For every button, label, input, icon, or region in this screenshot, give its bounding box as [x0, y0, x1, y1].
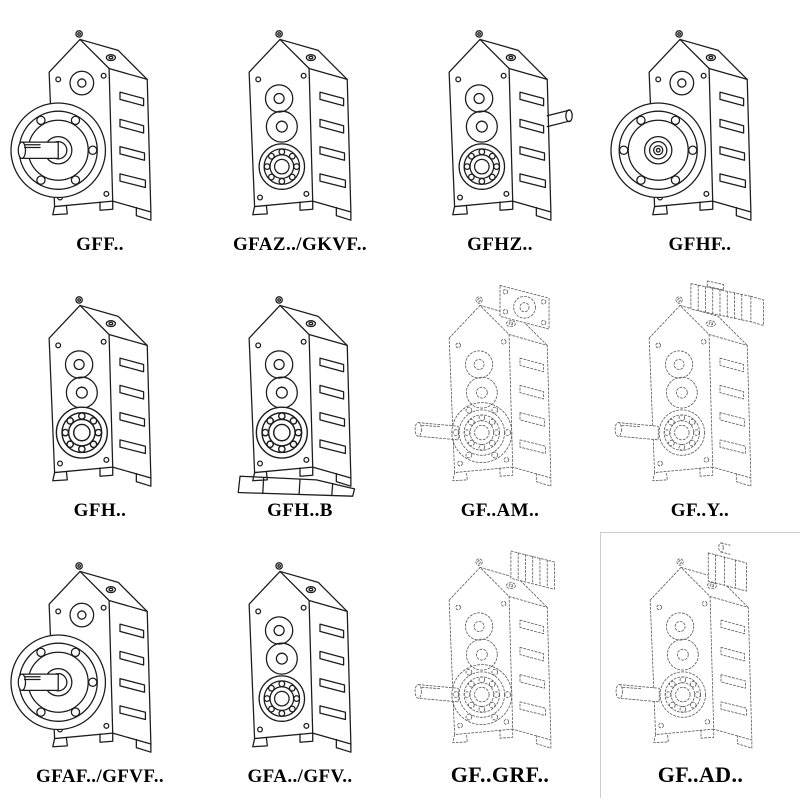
gearbox-flange-hollow-drawing	[610, 30, 752, 221]
gearbox-flange-shaft-drawing	[10, 30, 152, 221]
input-shaft-stub	[546, 109, 573, 128]
catalog-cell-gfh-b: GFH..B	[200, 266, 400, 532]
gearbox-hollow-shaft-drawing	[248, 562, 352, 753]
hollow-shaft-bearing	[659, 671, 706, 718]
gear-bosses	[465, 612, 498, 671]
model-label: GFF..	[76, 234, 124, 255]
gear-bosses	[264, 350, 298, 409]
model-label: GFA../GFV..	[247, 766, 353, 787]
gear-bosses	[264, 84, 298, 143]
gear-bosses	[264, 616, 298, 675]
iec-adapter-flange	[499, 284, 550, 330]
hollow-shaft-bearing	[458, 409, 505, 456]
catalog-cell-gfh: GFH..	[0, 266, 200, 532]
model-label: GF..Y..	[670, 500, 730, 521]
catalog-cell-gfhf: GFHF..	[600, 0, 800, 266]
hollow-shaft-bearing	[258, 675, 306, 722]
catalog-cell-gfa-gfv: GFA../GFV..	[200, 532, 400, 798]
catalog-cell-gfaf-gfvf: GFAF../GFVF..	[0, 532, 200, 798]
output-shaft	[17, 141, 59, 160]
gearbox-base-drawing	[237, 296, 356, 497]
model-label: GF..AM..	[460, 500, 540, 521]
model-label: GFH..B	[267, 500, 333, 521]
hollow-shaft-bearing	[255, 406, 308, 459]
gear-boss	[669, 70, 695, 96]
gear-bosses	[665, 612, 699, 671]
gearbox-hollow-shaft-drawing	[248, 30, 352, 221]
catalog-cell-gf-am: GF..AM..	[400, 266, 600, 532]
catalog-cell-gf-ad: GF..AD..	[600, 532, 800, 798]
input-shaft-adapter	[707, 542, 747, 592]
gear-housing	[248, 562, 352, 753]
motor-block	[690, 280, 765, 326]
gear-bosses	[465, 350, 498, 409]
hollow-shaft-bearing	[458, 671, 505, 718]
model-label: GF..AD..	[657, 762, 744, 787]
gearbox-flange-shaft-drawing	[10, 562, 152, 753]
catalog-cell-gff: GFF..	[0, 0, 200, 266]
gear-boss	[69, 602, 95, 628]
model-label: GFH..	[73, 500, 127, 521]
mounting-base	[237, 475, 356, 497]
gearbox-large-bearing-drawing	[48, 296, 152, 487]
catalog-cell-gf-y: GF..Y..	[600, 266, 800, 532]
hollow-shaft-bearing	[458, 143, 506, 190]
gearbox-motor-drawing	[614, 280, 765, 487]
gear-housing	[248, 30, 352, 221]
model-label: GFHZ..	[467, 234, 533, 255]
output-shaft	[17, 673, 59, 692]
output-flange	[610, 102, 707, 199]
finned-cover-block	[510, 550, 555, 590]
gearbox-input-adapter-drawing	[615, 542, 752, 749]
catalog-cell-gfaz-gkvf: GFAZ../GKVF..	[200, 0, 400, 266]
hollow-shaft-bearing	[258, 143, 306, 190]
hollow-shaft-bearing	[55, 406, 108, 459]
model-label: GFAZ../GKVF..	[233, 234, 367, 255]
model-label: GFHF..	[668, 234, 732, 255]
gear-housing	[448, 30, 552, 221]
gear-housing	[648, 296, 752, 487]
hollow-shaft-bearing	[658, 409, 705, 456]
gearbox-finned-cover-drawing	[414, 550, 555, 749]
gearbox-iec-adapter-drawing	[414, 284, 552, 487]
output-shaft	[615, 684, 660, 703]
gear-boss	[69, 70, 95, 96]
gearbox-hollow-shaft-stub-drawing	[448, 30, 573, 221]
gear-housing	[248, 296, 352, 487]
gear-housing	[48, 296, 152, 487]
gear-housing	[448, 558, 552, 749]
catalog-cell-gf-grf: GF..GRF..	[400, 532, 600, 798]
gear-bosses	[64, 350, 98, 409]
model-label: GF..GRF..	[450, 762, 550, 787]
output-shaft	[614, 422, 659, 441]
gear-bosses	[665, 350, 698, 409]
model-label: GFAF../GFVF..	[35, 766, 164, 787]
catalog-cell-gfhz: GFHZ..	[400, 0, 600, 266]
gear-bosses	[464, 84, 498, 143]
